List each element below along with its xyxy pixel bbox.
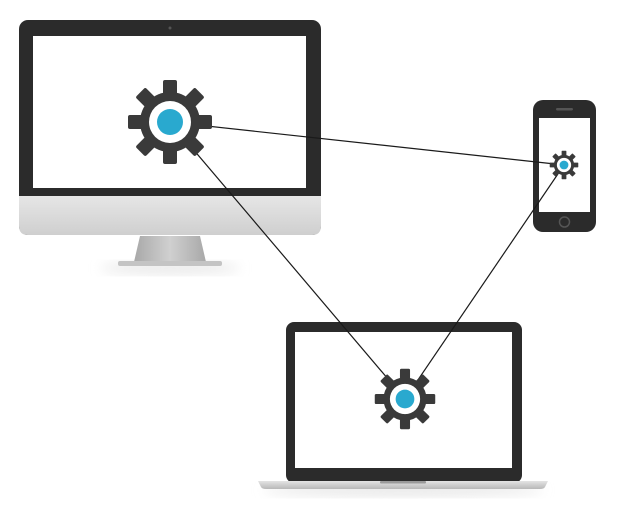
- connector-lines: [169, 121, 565, 400]
- monitor-stand: [134, 236, 206, 262]
- laptop-notch: [380, 481, 426, 484]
- phone-home-button: [558, 216, 571, 228]
- gear-icon: [549, 150, 579, 180]
- laptop: [258, 322, 548, 496]
- gear-icon: [374, 368, 436, 430]
- gear-icon: [128, 80, 212, 164]
- connector-desktop-laptop: [169, 121, 406, 400]
- monitor-chin: [19, 196, 321, 235]
- phone-speaker: [556, 108, 573, 111]
- monitor-camera: [168, 26, 172, 30]
- monitor-stand-foot: [118, 261, 222, 266]
- connector-phone-laptop: [404, 164, 565, 400]
- laptop-base: [258, 481, 548, 489]
- connector-desktop-phone: [169, 121, 565, 166]
